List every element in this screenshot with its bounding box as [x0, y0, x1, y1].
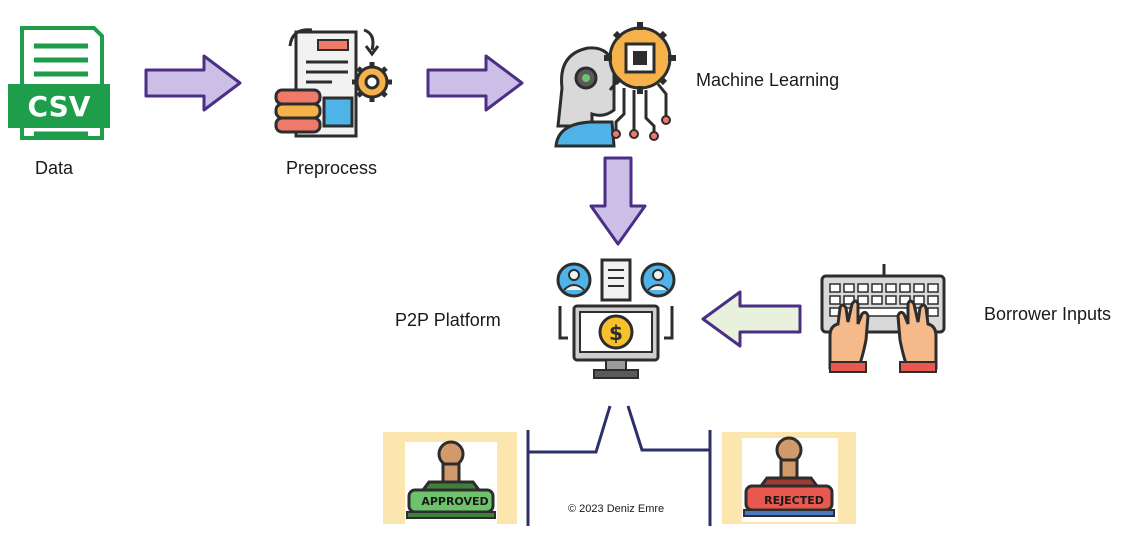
rejected-stamp-icon: [736, 434, 842, 522]
copyright-text: © 2023 Deniz Emre: [568, 503, 665, 515]
input-arrow-borrower-to-platform: [700, 290, 802, 348]
decision-branch-lines: [510, 400, 720, 530]
preprocess-label: Preprocess: [286, 158, 378, 178]
p2p-lending-computer-icon: $: [554, 258, 678, 382]
p2p-platform-label: P2P Platform: [395, 310, 501, 330]
approved-stamp-panel: APPROVED: [383, 432, 517, 524]
csv-file-icon: [8, 26, 112, 140]
data-processing-icon: [272, 24, 396, 144]
rejected-stamp-text: REJECTED: [764, 493, 824, 507]
svg-text:$: $: [609, 321, 623, 345]
rejected-stamp-panel: REJECTED: [722, 432, 856, 524]
approved-stamp-text: APPROVED: [421, 494, 489, 508]
flow-arrow-ml-to-platform: [589, 156, 647, 246]
ai-brain-chip-icon: [554, 18, 680, 150]
csv-badge: CSV: [27, 89, 91, 123]
flow-arrow-data-to-preprocess: [144, 54, 244, 112]
flow-arrow-preprocess-to-ml: [426, 54, 526, 112]
keyboard-typing-icon: [818, 264, 948, 376]
machine-learning-label: Machine Learning: [696, 70, 840, 90]
data-label: Data: [35, 158, 74, 178]
borrower-inputs-label: Borrower Inputs: [984, 304, 1112, 324]
approved-stamp-icon: [399, 436, 503, 524]
